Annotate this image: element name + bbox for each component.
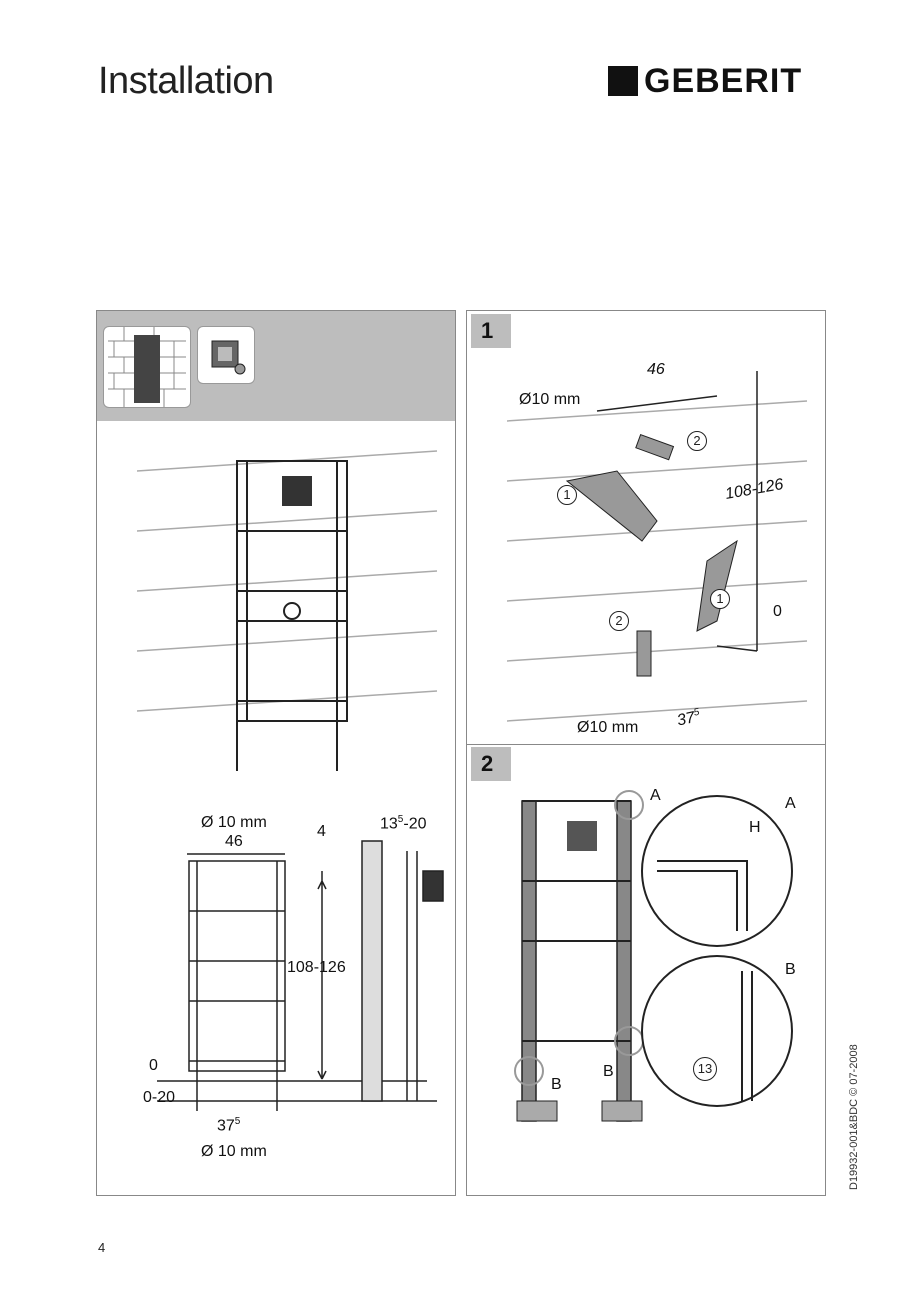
step1-width: 46 <box>647 361 665 378</box>
geberit-logo: GEBERIT <box>608 62 803 100</box>
wrench-size-badge: 13 <box>693 1057 717 1081</box>
document-code: D19932-001&BDC © 07-2008 <box>848 1044 860 1190</box>
left-panel: Ø 10 mm 46 4 135-20 108-126 0 0-20 375 Ø… <box>96 310 456 1196</box>
callout-2-dowel-lower: 2 <box>609 611 629 631</box>
dim-top-offset: 4 <box>317 823 326 840</box>
step1-zero: 0 <box>773 603 782 620</box>
callout-1-drill-lower: 1 <box>710 589 730 609</box>
depth-sup: 5 <box>397 814 404 825</box>
page-title: Installation <box>98 60 274 102</box>
height-adjust-drawing <box>514 790 793 1122</box>
panel-header <box>97 311 455 421</box>
dim-width: 46 <box>225 833 243 850</box>
step1-drill-top: Ø10 mm <box>519 391 581 408</box>
detail-b-label: B <box>785 961 796 978</box>
callout-1-drill: 1 <box>557 485 577 505</box>
logo-text: GEBERIT <box>644 62 803 100</box>
right-panel: 1 46 Ø10 mm 108-126 0 Ø10 mm 375 2 1 1 2… <box>466 310 826 1196</box>
drilling-drawing <box>507 371 808 722</box>
dim-top-drill: Ø 10 mm <box>201 814 267 831</box>
step-divider <box>467 744 825 745</box>
frame-dimension-drawing <box>157 840 444 1111</box>
foot-spacing-sup: 5 <box>234 1116 241 1127</box>
step-2-badge: 2 <box>471 747 511 781</box>
callout-2-dowel: 2 <box>687 431 707 451</box>
frame-on-wall-drawing <box>137 450 438 771</box>
dim-height: 108-126 <box>287 959 346 976</box>
logo-square-icon <box>608 66 638 96</box>
depth-suffix: -20 <box>403 815 427 833</box>
foot-spacing-value: 37 <box>217 1117 235 1135</box>
detail-b-right: B <box>603 1063 614 1080</box>
step-1-badge: 1 <box>471 314 511 348</box>
brick-wall-with-block-icon <box>103 326 191 408</box>
dim-floor-range: 0-20 <box>143 1089 176 1106</box>
flush-valve-box-icon <box>197 326 255 384</box>
h-label: H <box>749 819 761 836</box>
dim-depth: 135-20 <box>380 814 426 833</box>
detail-a-label: A <box>785 795 796 812</box>
page-number: 4 <box>98 1240 106 1255</box>
detail-a-marker: A <box>650 787 661 804</box>
detail-b-left: B <box>551 1076 562 1093</box>
dim-bottom-drill: Ø 10 mm <box>201 1143 267 1160</box>
depth-value: 13 <box>380 815 398 833</box>
step1-drill-bottom: Ø10 mm <box>577 719 639 736</box>
dim-zero: 0 <box>149 1057 158 1074</box>
dim-foot-spacing: 375 <box>217 1116 240 1135</box>
